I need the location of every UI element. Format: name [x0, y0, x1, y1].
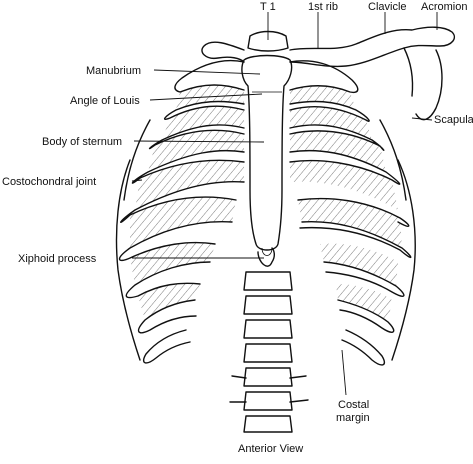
label-first-rib: 1st rib: [308, 1, 338, 13]
label-xiphoid-process: Xiphoid process: [18, 253, 97, 265]
label-costochondral-joint: Costochondral joint: [2, 176, 96, 188]
label-scapula: Scapula: [434, 114, 473, 126]
label-acromion: Acromion: [421, 1, 467, 13]
label-body-of-sternum: Body of sternum: [42, 136, 122, 148]
label-clavicle: Clavicle: [368, 1, 407, 13]
left-ribs: [115, 59, 245, 364]
label-costal-margin-line1: Costal: [338, 399, 369, 411]
figure-caption: Anterior View: [238, 443, 303, 455]
right-ribs: [289, 60, 416, 366]
sternum: [241, 54, 293, 267]
label-angle-of-louis: Angle of Louis: [70, 95, 140, 107]
shoulder-girdle: [201, 26, 456, 121]
label-costal-margin-line2: margin: [336, 412, 370, 424]
leader-lines: [131, 12, 438, 396]
t1-vertebra: [247, 30, 289, 52]
lumbar-spine: [229, 271, 309, 433]
label-t1: T 1: [260, 1, 276, 13]
intercostal-spaces: [130, 85, 402, 322]
label-manubrium: Manubrium: [86, 65, 141, 77]
labels: T 1 1st rib Clavicle Acromion Manubrium …: [2, 1, 473, 455]
